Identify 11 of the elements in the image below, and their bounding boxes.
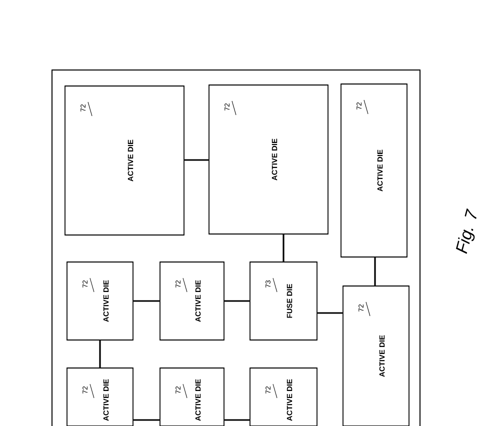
connector-line bbox=[282, 234, 284, 262]
connector-line bbox=[374, 257, 376, 286]
figure-caption: Fig. 7 bbox=[456, 208, 476, 254]
connector-line bbox=[184, 159, 209, 161]
connector-line bbox=[133, 300, 160, 302]
connector-line bbox=[99, 340, 101, 368]
connector-line bbox=[224, 300, 250, 302]
package-outline bbox=[52, 70, 420, 426]
connector-line bbox=[317, 312, 343, 314]
connector-line bbox=[224, 419, 250, 421]
connector-line bbox=[133, 419, 160, 421]
